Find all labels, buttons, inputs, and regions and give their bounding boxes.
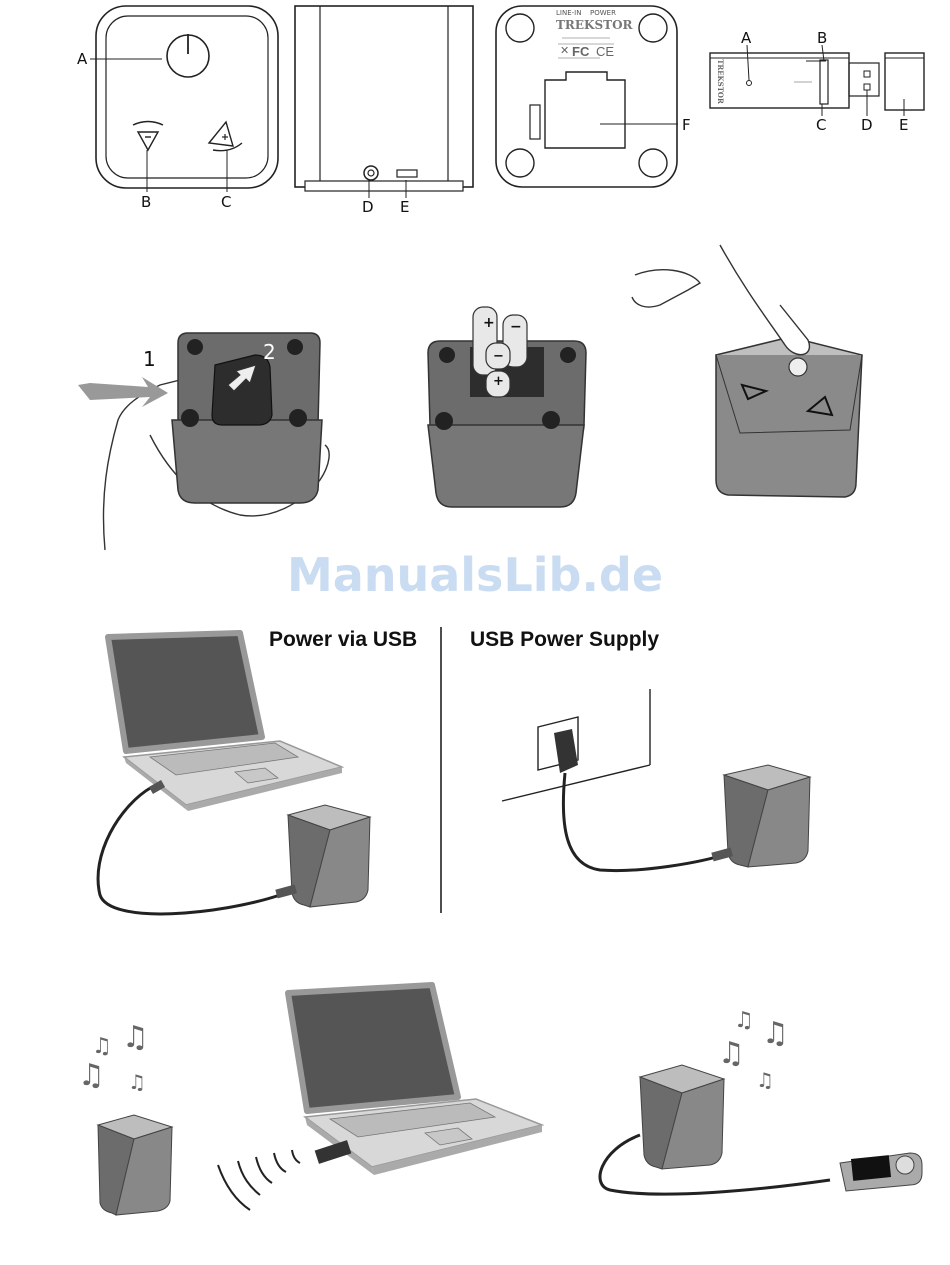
front-label-a: A (77, 50, 87, 68)
svg-text:♫: ♫ (756, 1068, 774, 1092)
svg-text:♫: ♫ (92, 1034, 112, 1059)
battery-minus-1: − (510, 319, 522, 335)
svg-text:♫: ♫ (718, 1036, 745, 1071)
front-label-b: B (141, 193, 151, 211)
dongle-label-a: A (741, 29, 751, 47)
watermark: ManualsLib.de (0, 548, 950, 602)
playback-illustrations: ♫ ♫ ♫ ♫ ♫ ♫ ♫ ♫ (0, 985, 950, 1245)
svg-text:♫: ♫ (122, 1020, 149, 1055)
back-label-e: E (400, 198, 409, 216)
power-text: POWER (590, 9, 616, 17)
battery-plus-1: + (483, 315, 495, 331)
svg-text:♫: ♫ (128, 1070, 146, 1094)
dongle-label-b: B (817, 29, 827, 47)
line-in-text: LINE-IN (556, 9, 581, 17)
front-label-c: C (221, 193, 231, 211)
back-label-d: D (362, 198, 374, 216)
dongle-brand: TREKSTOR (716, 59, 725, 104)
step-2-label: 2 (263, 340, 276, 364)
front-view-diagram (0, 0, 950, 220)
svg-text:♫: ♫ (762, 1016, 789, 1051)
ce-mark: CE (596, 44, 614, 59)
dongle-label-d: D (861, 116, 873, 134)
battery-insertion-illustration (0, 235, 950, 565)
dongle-label-e: E (899, 116, 908, 134)
fcc-mark: FC (572, 44, 589, 59)
svg-text:♫: ♫ (734, 1008, 754, 1033)
power-illustrations (0, 625, 950, 925)
weee-icon: ✕ (560, 44, 569, 57)
dongle-label-c: C (816, 116, 826, 134)
battery-minus-2: − (493, 349, 504, 364)
step-1-label: 1 (143, 347, 156, 371)
battery-plus-2: + (493, 374, 504, 389)
svg-text:♫: ♫ (78, 1058, 105, 1093)
trekstor-logo: TREKSTOR (556, 18, 633, 32)
bottom-label-f: F (682, 116, 691, 134)
